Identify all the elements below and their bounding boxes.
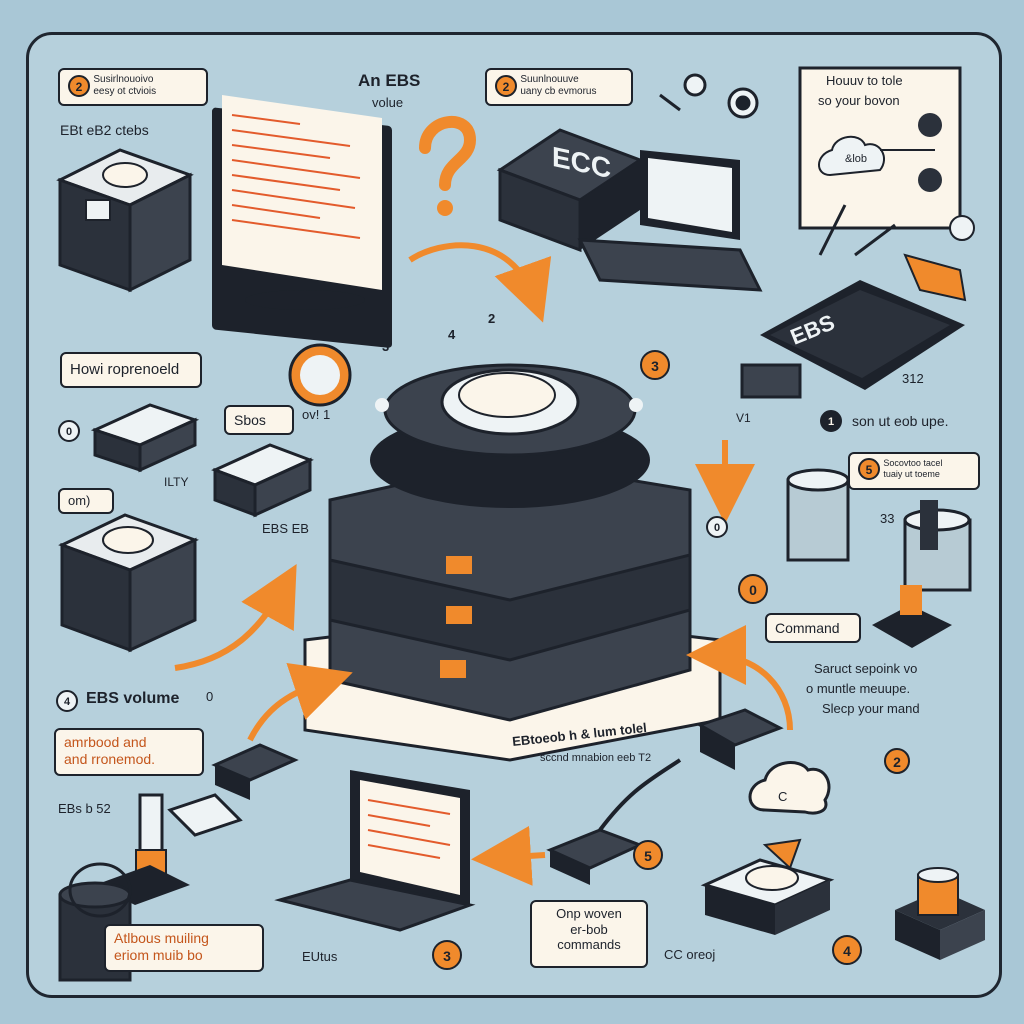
- son-ut-caption: son ut eob upe.: [852, 413, 949, 429]
- label-v1: V1: [736, 411, 751, 425]
- badge-bottom-right: 4: [832, 935, 862, 965]
- question-mark-icon: [419, 115, 477, 216]
- badge-right-1: 1: [820, 410, 842, 432]
- badge-mid-right: 3: [640, 350, 670, 380]
- cloud-icon: [748, 761, 831, 815]
- step-4: 4: [448, 327, 456, 342]
- laptop-bottom: [274, 770, 476, 932]
- arrow-bottom-left: [471, 825, 546, 886]
- how-to-panel: [798, 66, 962, 230]
- ebs-volume-zero: 0: [206, 689, 214, 704]
- badge-bottom-left: 3: [432, 940, 462, 970]
- note-top-left: 2 Susirlnouoivo eesy ot ctviois: [58, 68, 208, 106]
- ovi-label: ov! 1: [302, 407, 331, 422]
- cylinder-devices-right: [786, 468, 972, 648]
- note-r-line-1: Socovtoo tacel: [883, 458, 943, 469]
- badge-bottom-center: 5: [633, 840, 663, 870]
- saruct-line-2: o muntle meuupe.: [806, 681, 911, 696]
- orange-dial-icon: [288, 343, 352, 407]
- badge-mid-v: 0: [706, 516, 728, 538]
- opp-commands-box: Onp woven er-bob commands: [530, 900, 648, 968]
- ebs-volume-stack: [303, 363, 722, 762]
- title-sub: volue: [372, 95, 404, 110]
- arrow-left-up: [174, 564, 297, 671]
- caption-top-left: EBt eB2 ctebs: [60, 122, 149, 138]
- note-top-middle: 2 Suunlnouuve uany cb evmorus: [485, 68, 633, 106]
- opp-line-1: Onp woven: [556, 906, 622, 921]
- note-tl-line-2: eesy ot ctviois: [93, 86, 157, 97]
- how-reproduced-box: Howi roprenoeld: [60, 352, 202, 388]
- ebs-slab-device: [740, 280, 965, 399]
- ebs-volume-label: EBS volume: [86, 690, 180, 707]
- command-box: Command: [765, 613, 861, 643]
- tools-icons: [659, 73, 759, 119]
- pen-icons: [818, 204, 896, 257]
- ecc-server-and-laptop: [496, 128, 763, 292]
- arrow-curve-center: [408, 242, 552, 323]
- monitor-illustration: [212, 95, 392, 348]
- step-2: 2: [488, 311, 496, 326]
- server-bottom-center-right: [700, 838, 835, 935]
- badge-cloud-right: 2: [884, 748, 910, 774]
- small-dial-icon: [949, 215, 975, 241]
- note-right: 5 Socovtoo tacel tuaiy ut toeme: [848, 452, 980, 490]
- badge-ebs-volume: 4: [56, 690, 78, 712]
- how-to-title-1: Houuv to tole: [826, 73, 903, 88]
- om-box: om): [58, 488, 114, 514]
- badge-top-middle: 2: [495, 75, 517, 97]
- note-tm-line-2: uany cb evmorus: [520, 86, 597, 97]
- opp-line-2: er-bob: [570, 921, 608, 937]
- step-3: 3: [382, 339, 390, 354]
- badge-orange-right: 0: [738, 574, 768, 604]
- ebs-eb-label: EBS EB: [262, 521, 309, 536]
- usb-devices-bottom-left: [95, 743, 299, 905]
- arrow-right-to-stack: [686, 625, 793, 731]
- armbood-line-1: amrbood and: [64, 734, 147, 750]
- cloud-glyph: C: [778, 789, 788, 804]
- ilty-label: ILTY: [164, 475, 189, 489]
- bottom-left-note: Atlbous muiling eriom muib bo: [104, 924, 264, 972]
- bottom-left-line-1: Atlbous muiling: [114, 930, 209, 946]
- sbos-box: Sbos: [224, 405, 294, 435]
- armbood-line-2: and rronemod.: [64, 750, 156, 767]
- label-312: 312: [902, 371, 924, 386]
- ebs-b2-label: EBs b 52: [58, 801, 111, 816]
- badge-right-s: 5: [858, 458, 880, 480]
- adapter-devices-left: [90, 403, 314, 518]
- arrow-left-to-stack: [247, 662, 353, 742]
- how-to-title-2: so your bovon: [818, 93, 900, 108]
- title-top: An EBS: [358, 71, 421, 90]
- card-reader-bottom: [546, 758, 682, 885]
- badge-top-left: 2: [68, 75, 90, 97]
- connector-device-bottom-right: [696, 708, 784, 770]
- badge-left-0: 0: [58, 420, 80, 442]
- bottom-left-line-2: eriom muib bo: [114, 946, 203, 963]
- server-cube-top-left: [56, 148, 194, 293]
- note-tl-line-1: Susirlnouoivo: [93, 74, 154, 85]
- label-33: 33: [880, 511, 895, 526]
- cloud-caption: &lob: [845, 153, 868, 165]
- opp-line-3: commands: [557, 937, 621, 953]
- note-tm-line-1: Suunlnouuve: [520, 74, 579, 85]
- cc-ored-label: CC oreoj: [664, 947, 716, 962]
- armbood-box: amrbood and and rronemod.: [54, 728, 204, 776]
- saruct-line-1: Saruct sepoink vo: [814, 661, 918, 676]
- saruct-line-3: Slecp your mand: [822, 701, 920, 716]
- note-r-line-2: tuaiy ut toeme: [883, 469, 940, 479]
- base-sub-label: sccnd mnabion eeb T2: [540, 752, 652, 764]
- cylinder-bottom-right: [895, 867, 985, 960]
- eutus-label: EUtus: [302, 949, 338, 964]
- orange-chevron: [903, 253, 967, 302]
- server-cube-left: [58, 513, 199, 653]
